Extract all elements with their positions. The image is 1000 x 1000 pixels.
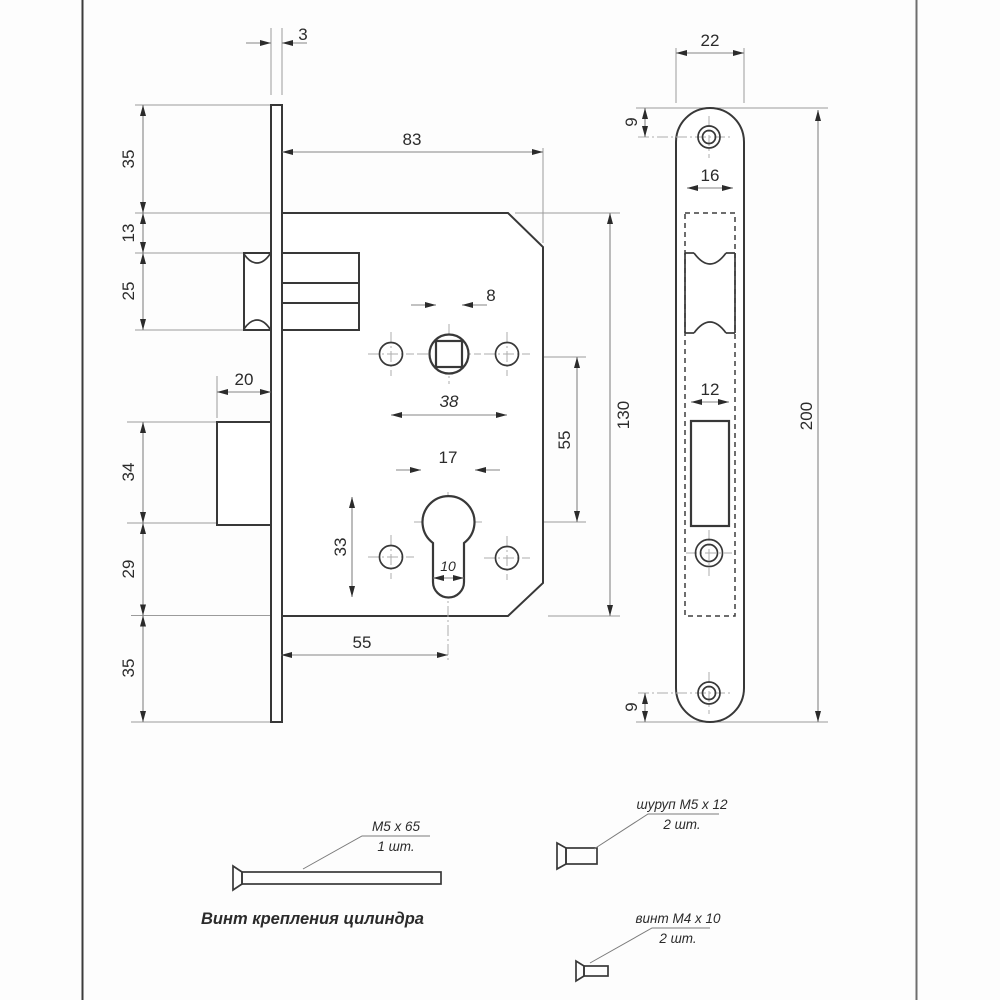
spindle-square-hole: [434, 339, 464, 369]
latch-bolt-tail: [281, 252, 360, 331]
dim-plate-length: 200: [797, 402, 816, 430]
cylinder-profile-hole: [421, 495, 476, 599]
dim-body-depth: 83: [403, 130, 422, 149]
faceplate-side: [270, 104, 283, 723]
cylinder-fixing-hole-left: [378, 544, 404, 570]
dim-cylinder-width: 17: [439, 448, 458, 467]
faceplate-screw-shank: [565, 847, 598, 865]
screw-hole-middle-inner: [699, 543, 719, 563]
latch-bolt-front: [243, 252, 272, 331]
small-screw-head: [575, 959, 585, 983]
deadbolt-side: [216, 421, 272, 526]
screw-hole-top-inner: [701, 129, 717, 145]
latch-cutout: [684, 252, 736, 334]
screw-hole-bottom-inner: [701, 685, 717, 701]
faceplate-recess-dashed: [684, 212, 736, 617]
front-view-centerlines: [638, 116, 732, 714]
faceplate-screw-leader: [593, 813, 719, 850]
side-view: 3 83 35 13 25 20 34 29 35 8 38 130 55 17…: [119, 25, 633, 723]
hardware: M5 x 65 1 шт. Винт крепления цилиндра шу…: [201, 797, 728, 983]
deadbolt-cutout: [689, 419, 731, 528]
cylinder-screw-shank: [241, 871, 442, 885]
dim-latch-height: 25: [119, 282, 138, 301]
dim-plate-width: 22: [701, 31, 720, 50]
small-screw-qty: 2 шт.: [658, 931, 696, 946]
cylinder-screw-head: [232, 864, 243, 892]
dim-backset: 55: [353, 633, 372, 652]
dim-bottom-hole-offset: 9: [622, 702, 641, 711]
dim-latch-cutout-width: 16: [701, 166, 720, 185]
small-screw-leader: [589, 927, 710, 964]
dim-deadbolt-throw: 20: [235, 370, 254, 389]
faceplate-screw-size: шуруп M5 x 12: [637, 797, 728, 812]
dim-spindle-square: 8: [486, 286, 495, 305]
cylinder-screw-size: M5 x 65: [372, 819, 421, 834]
faceplate-front: [675, 107, 745, 723]
dim-body-top-to-latch: 13: [119, 224, 138, 243]
dim-body-bottom-to-plate-end: 35: [119, 659, 138, 678]
small-screw-shank: [583, 965, 609, 977]
screw-hole-bottom-outer: [697, 681, 721, 705]
handle-fixing-hole-left: [378, 341, 404, 367]
small-screw-size: винт M4 x 10: [635, 911, 720, 926]
screw-hole-top-outer: [697, 125, 721, 149]
handle-fixing-hole-right: [494, 341, 520, 367]
front-view-dimension-lines: [642, 50, 821, 722]
cylinder-screw-qty: 1 шт.: [377, 839, 414, 854]
dim-deadbolt-to-body-bottom: 29: [119, 560, 138, 579]
cylinder-fixing-hole-right: [494, 545, 520, 571]
screw-hole-middle-outer: [694, 538, 724, 568]
dim-plate-top-to-body: 35: [119, 150, 138, 169]
dim-body-height: 130: [614, 401, 633, 429]
dim-faceplate-thickness: 3: [298, 25, 307, 44]
dim-deadbolt-height: 34: [119, 463, 138, 482]
side-view-dimension-lines: [140, 40, 613, 722]
dim-handle-hole-spacing: 38: [440, 392, 459, 411]
faceplate-screw-head: [556, 841, 567, 871]
dim-bolt-cutout-width: 12: [701, 380, 720, 399]
dim-top-hole-offset: 9: [622, 117, 641, 126]
cylinder-screw: M5 x 65 1 шт. Винт крепления цилиндра: [201, 819, 442, 928]
front-view: 22 9 16 12 200 9: [622, 31, 828, 723]
dim-cylinder-height: 33: [331, 538, 350, 557]
cylinder-screw-leader: [302, 835, 430, 870]
faceplate-screw: шуруп M5 x 12 2 шт.: [556, 797, 728, 871]
dim-spindle-to-cylinder: 55: [555, 431, 574, 450]
faceplate-screw-qty: 2 шт.: [662, 817, 700, 832]
cylinder-screw-caption: Винт крепления цилиндра: [201, 910, 424, 928]
small-screw: винт M4 x 10 2 шт.: [575, 911, 721, 983]
dim-cylinder-stem-width: 10: [440, 558, 456, 574]
